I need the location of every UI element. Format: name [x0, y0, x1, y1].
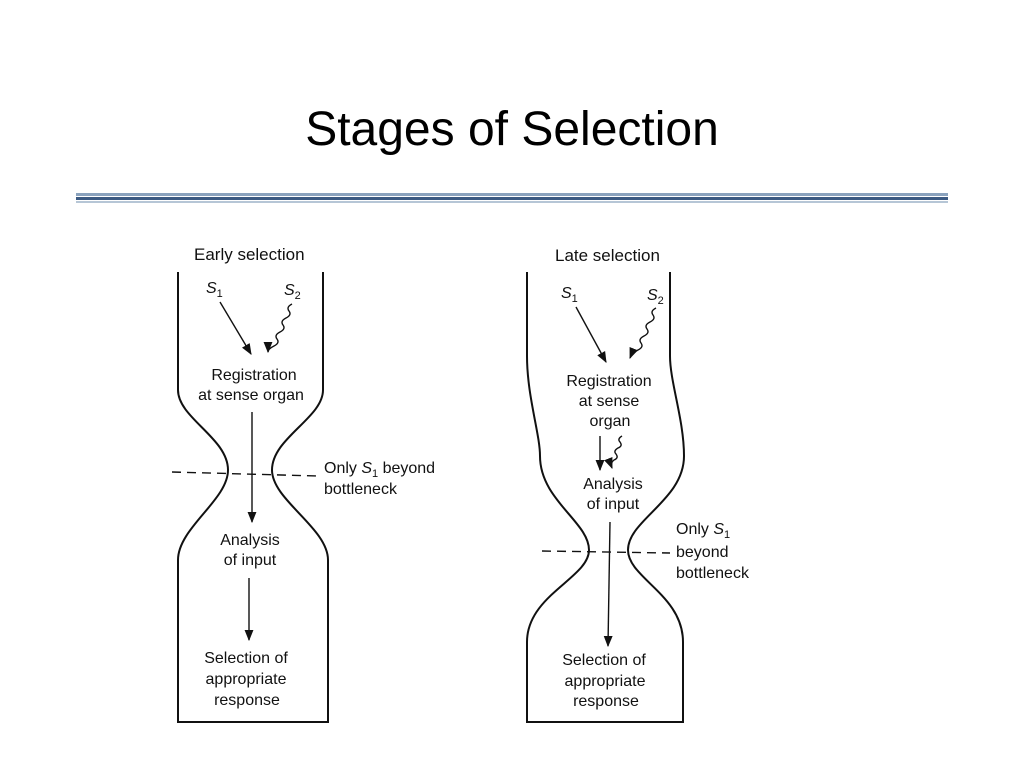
early-bottleneck-line: [171, 471, 319, 477]
late-selection-line1: Selection of: [562, 652, 646, 669]
late-analysis-line1: Analysis: [583, 476, 643, 493]
late-s2-label: S2: [647, 287, 664, 307]
late-bottleneck-label-line2: beyond: [676, 544, 729, 561]
late-hourglass-outline: [526, 272, 686, 723]
late-selection-line2: appropriate: [565, 673, 646, 690]
title-divider: [76, 193, 948, 207]
late-registration-line2: at sense: [579, 393, 640, 410]
early-selection-panel: Early selection S1 S2 Registration at se…: [171, 245, 435, 723]
early-analysis-line2: of input: [224, 552, 277, 569]
late-selection-panel: Late selection S1 S2 Registration at sen…: [526, 246, 750, 723]
late-bottleneck-line: [541, 550, 671, 554]
late-bottleneck-label-line3: bottleneck: [676, 565, 750, 582]
early-bottleneck-label-line1: Only S1 beyond: [324, 460, 435, 480]
early-s2-label: S2: [284, 282, 301, 302]
early-registration-line1: Registration: [211, 367, 296, 384]
late-selection-line3: response: [573, 693, 639, 710]
late-s2-wavy-arrow: [629, 307, 657, 360]
early-selection-line3: response: [214, 692, 280, 709]
early-registration-line2: at sense organ: [198, 387, 304, 404]
late-bottleneck-label-line1: Only S1: [676, 521, 730, 541]
early-hourglass-outline: [177, 272, 329, 723]
early-s1-label: S1: [206, 280, 223, 300]
late-s2-wavy-arrow-to-analysis: [604, 435, 623, 470]
late-analysis-line2: of input: [587, 496, 640, 513]
early-s1-arrow: [219, 301, 252, 355]
slide-title: Stages of Selection: [305, 103, 719, 156]
early-selection-line1: Selection of: [204, 650, 288, 667]
late-s1-label: S1: [561, 285, 578, 305]
early-title: Early selection: [194, 245, 305, 264]
late-s1-arrow: [575, 306, 607, 363]
late-title: Late selection: [555, 246, 660, 265]
early-bottleneck-label-line2: bottleneck: [324, 481, 398, 498]
late-registration-line3: organ: [590, 413, 631, 430]
early-s2-wavy-arrow: [263, 303, 293, 354]
late-arrow-to-selection: [603, 521, 613, 648]
early-selection-line2: appropriate: [206, 671, 287, 688]
late-registration-line1: Registration: [566, 373, 651, 390]
early-analysis-line1: Analysis: [220, 532, 280, 549]
